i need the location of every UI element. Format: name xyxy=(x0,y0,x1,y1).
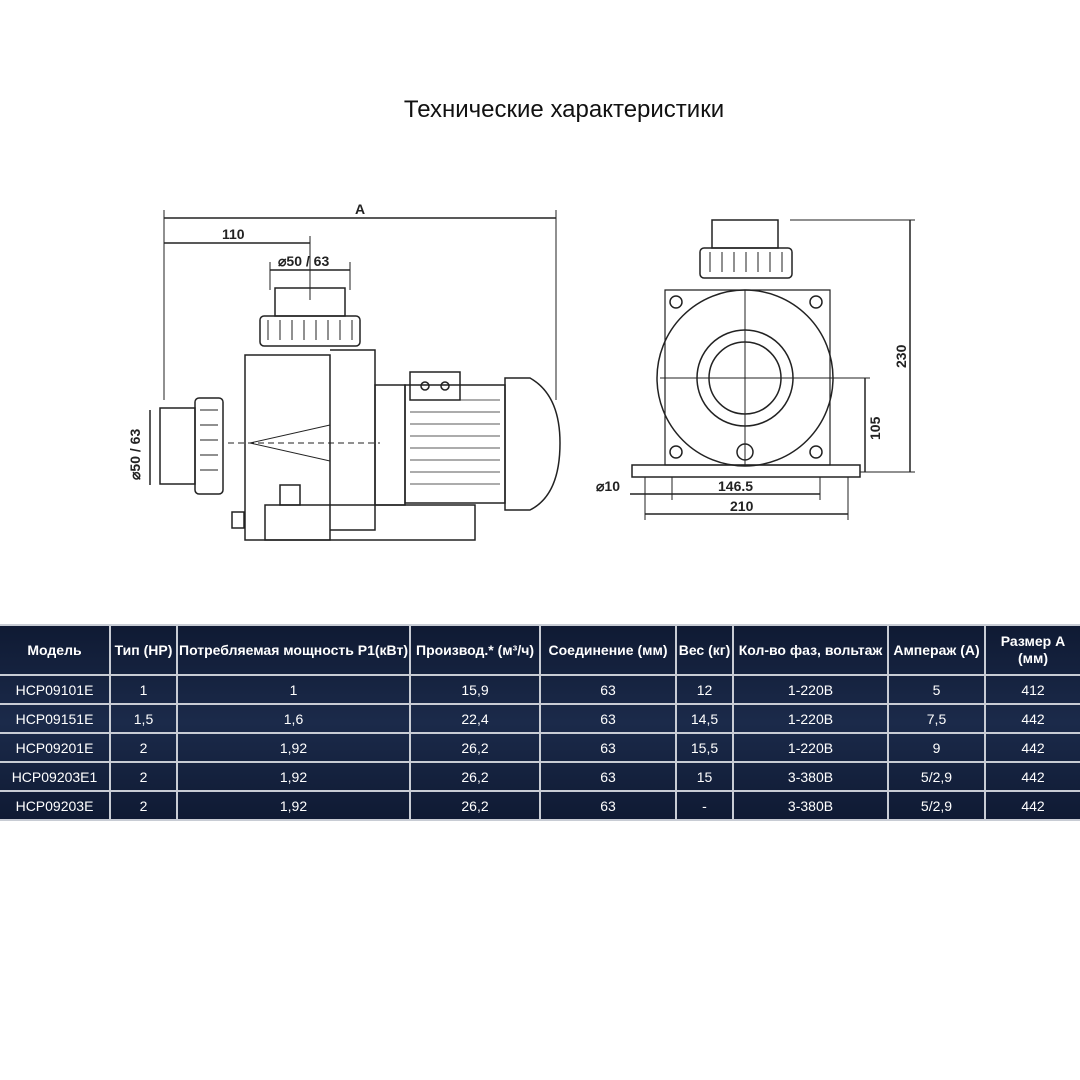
table-cell: 12 xyxy=(675,674,734,705)
table-cell: 63 xyxy=(539,761,677,792)
table-cell: 1,92 xyxy=(176,732,411,763)
header-amperage: Ампераж (А) xyxy=(887,624,986,676)
table-header-row: Модель Тип (HP) Потребляемая мощность P1… xyxy=(0,624,1080,676)
dim-side-pipe-label: ⌀50 / 63 xyxy=(127,429,143,480)
header-type: Тип (HP) xyxy=(109,624,178,676)
table-cell: 5/2,9 xyxy=(887,761,986,792)
table-cell: 63 xyxy=(539,703,677,734)
dim-axis-label: 105 xyxy=(867,416,883,440)
table-cell: 9 xyxy=(887,732,986,763)
page-title: Технические характеристики xyxy=(403,96,725,123)
dim-base-label: 210 xyxy=(730,498,754,514)
table-cell: 442 xyxy=(984,761,1080,792)
header-model: Модель xyxy=(0,624,111,676)
table-cell: 22,4 xyxy=(409,703,541,734)
table-cell: 2 xyxy=(109,761,178,792)
table-cell: HCP09101E xyxy=(0,674,111,705)
table-cell: HCP09203E1 xyxy=(0,761,111,792)
table-cell: HCP09201E xyxy=(0,732,111,763)
table-cell: 442 xyxy=(984,732,1080,763)
table-cell: - xyxy=(675,790,734,821)
dim-offset-label: 110 xyxy=(222,226,245,242)
table-cell: 5/2,9 xyxy=(887,790,986,821)
header-phase: Кол-во фаз, вольтаж xyxy=(732,624,889,676)
front-view xyxy=(630,219,915,520)
table-cell: 15,9 xyxy=(409,674,541,705)
table-cell: 1-220В xyxy=(732,732,889,763)
table-cell: 2 xyxy=(109,732,178,763)
side-view xyxy=(149,210,561,541)
table-cell: 1 xyxy=(109,674,178,705)
dim-hole-label: ⌀10 xyxy=(596,478,620,494)
table-cell: HCP09203E xyxy=(0,790,111,821)
table-cell: HCP09151E xyxy=(0,703,111,734)
table-cell: 412 xyxy=(984,674,1080,705)
table-cell: 1,5 xyxy=(109,703,178,734)
header-weight: Вес (кг) xyxy=(675,624,734,676)
table-cell: 26,2 xyxy=(409,761,541,792)
table-cell: 63 xyxy=(539,674,677,705)
table-cell: 1 xyxy=(176,674,411,705)
header-power: Потребляемая мощность P1(кВт) xyxy=(176,624,411,676)
header-flow: Производ.* (м³/ч) xyxy=(409,624,541,676)
header-size: Размер А (мм) xyxy=(984,624,1080,676)
table-cell: 2 xyxy=(109,790,178,821)
pump-drawing: A 110 ⌀50 / 63 ⌀50 / 63 230 105 ⌀10 146.… xyxy=(127,201,915,541)
dim-total-label: A xyxy=(355,201,365,217)
table-cell: 442 xyxy=(984,703,1080,734)
table-cell: 26,2 xyxy=(409,790,541,821)
table-cell: 5 xyxy=(887,674,986,705)
table-cell: 14,5 xyxy=(675,703,734,734)
table-cell: 442 xyxy=(984,790,1080,821)
table-cell: 15,5 xyxy=(675,732,734,763)
dim-height-label: 230 xyxy=(893,344,909,368)
table-cell: 1,6 xyxy=(176,703,411,734)
table-cell: 1,92 xyxy=(176,790,411,821)
table-cell: 3-380В xyxy=(732,761,889,792)
table-cell: 15 xyxy=(675,761,734,792)
header-connection: Соединение (мм) xyxy=(539,624,677,676)
table-cell: 1,92 xyxy=(176,761,411,792)
table-cell: 7,5 xyxy=(887,703,986,734)
table-cell: 1-220В xyxy=(732,703,889,734)
table-cell: 63 xyxy=(539,790,677,821)
table-cell: 63 xyxy=(539,732,677,763)
table-cell: 26,2 xyxy=(409,732,541,763)
dim-top-pipe-label: ⌀50 / 63 xyxy=(278,253,329,269)
table-cell: 1-220В xyxy=(732,674,889,705)
dim-mount-label: 146.5 xyxy=(718,478,753,494)
table-cell: 3-380В xyxy=(732,790,889,821)
spec-table: Модель Тип (HP) Потребляемая мощность P1… xyxy=(0,624,1080,821)
